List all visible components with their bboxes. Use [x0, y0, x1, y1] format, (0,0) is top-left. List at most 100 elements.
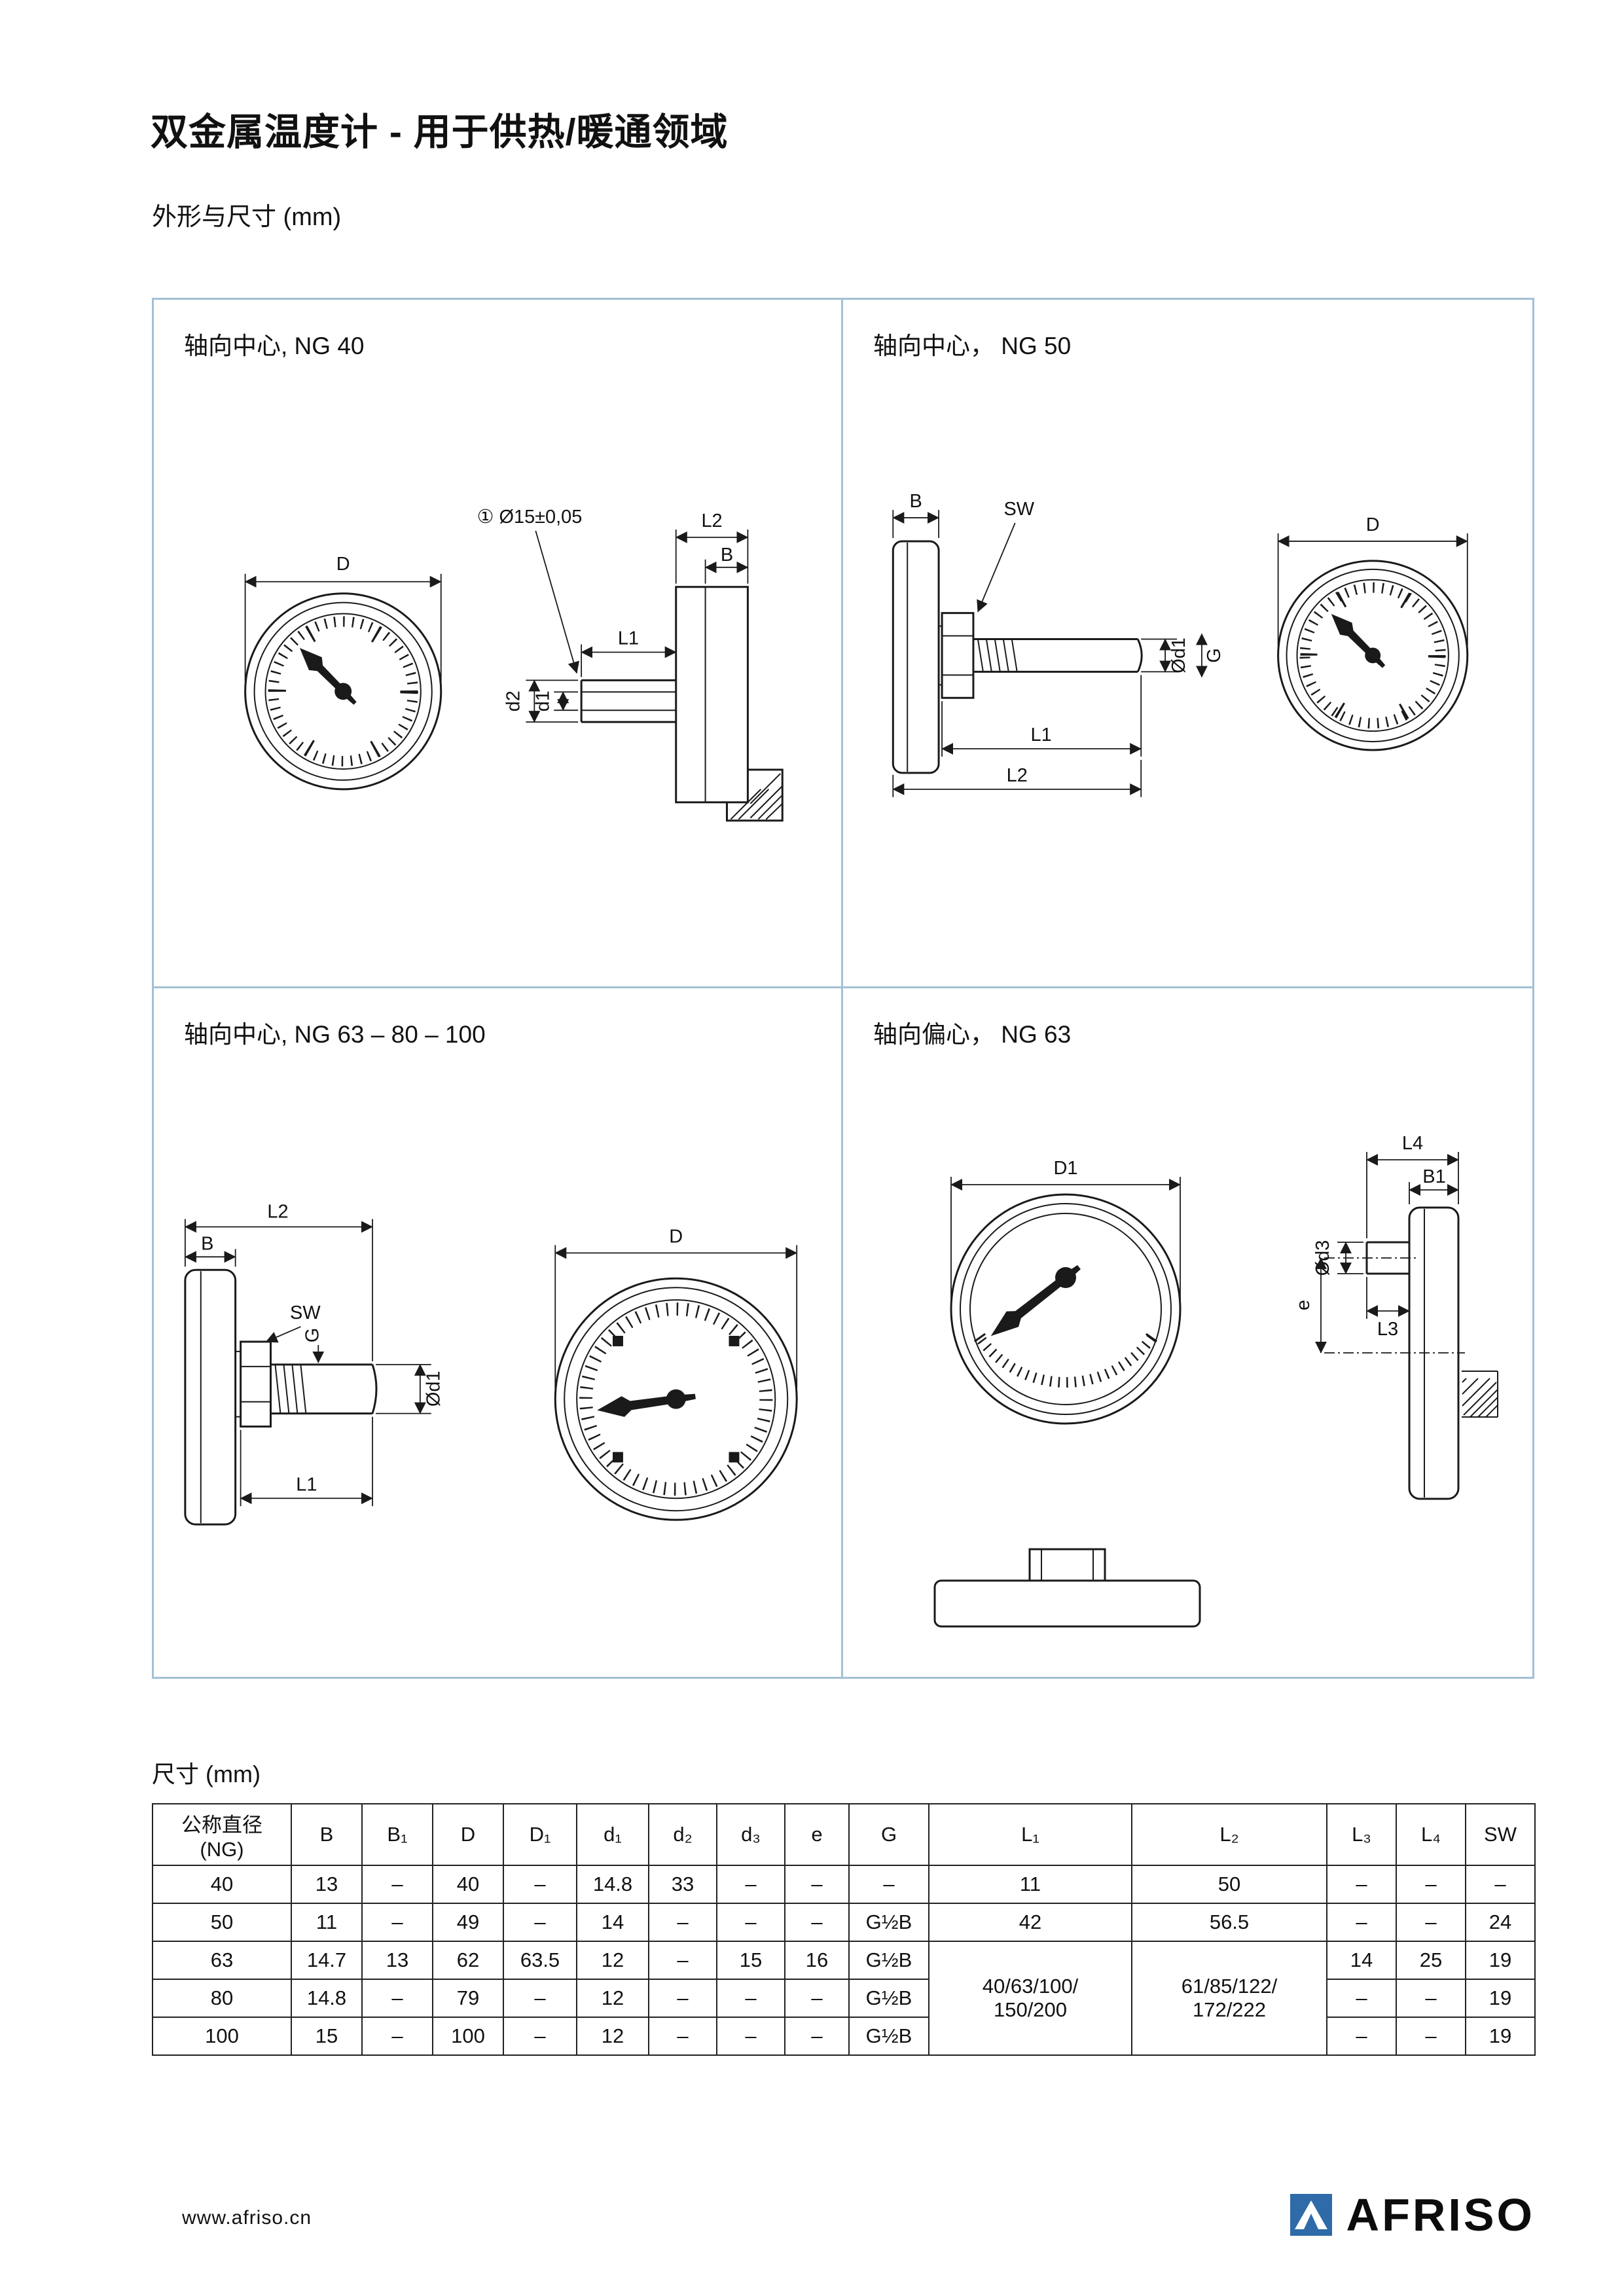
merged-line: 61/85/122/: [1181, 1975, 1278, 1998]
dim-label-od1: Ød1: [424, 1371, 444, 1407]
dim-label-l1: L1: [1031, 725, 1052, 745]
cell: 42: [928, 1903, 1132, 1942]
cell: 14.8: [576, 1865, 649, 1904]
cell: 49: [432, 1903, 504, 1942]
afriso-logo: AFRISO: [1290, 2189, 1535, 2241]
dim-label-l1: L1: [618, 628, 639, 649]
cell: –: [1396, 1979, 1466, 2018]
dim-label-l2: L2: [1007, 765, 1028, 786]
table-row-ng40: 40 13 – 40 – 14.8 33 – – – 11 50 – – –: [152, 1865, 1536, 1904]
cell: –: [716, 1903, 785, 1942]
drawing-panel-ng63-80-100: 轴向中心, NG 63 – 80 – 100 L2: [154, 988, 843, 1677]
afriso-logo-icon: [1290, 2194, 1332, 2236]
col-header-l4: L₄: [1396, 1803, 1466, 1866]
cell: 62: [432, 1941, 504, 1980]
col-header-l1: L₁: [928, 1803, 1132, 1866]
dim-label-l1: L1: [296, 1474, 317, 1495]
cell: –: [361, 1865, 433, 1904]
cell: G½B: [848, 1979, 929, 2018]
merged-line: 150/200: [993, 1998, 1068, 2021]
cell: 14.8: [291, 1979, 363, 2018]
cell: –: [1326, 1979, 1397, 2018]
cell: –: [784, 1979, 850, 2018]
col-header-ng-line1: 公称直径: [181, 1813, 262, 1837]
dim-label-d: D: [336, 554, 350, 575]
dimensions-table: 公称直径 (NG) B B₁ D D₁ d₁ d₂ d₃ e G L₁ L₂ L…: [152, 1803, 1536, 2056]
drawing-panel-ng63-eccentric: 轴向偏心， NG 63 D1: [843, 988, 1532, 1677]
dim-label-e: e: [1293, 1300, 1314, 1310]
cell: 50: [1131, 1865, 1327, 1904]
cell: 14: [1326, 1941, 1397, 1980]
drawing-caption: 轴向中心, NG 40: [184, 332, 365, 359]
cell: 19: [1465, 1941, 1536, 1980]
dim-label-b: B: [721, 545, 733, 565]
page-title: 双金属温度计 - 用于供热/暖通领域: [151, 111, 729, 154]
dim-label-g: G: [302, 1328, 323, 1342]
cell: –: [1326, 1903, 1397, 1942]
cell: 56.5: [1131, 1903, 1327, 1942]
cell: –: [1396, 2017, 1466, 2056]
brand-wordmark: AFRISO: [1346, 2189, 1535, 2240]
col-header-l3: L₃: [1326, 1803, 1397, 1866]
cell: –: [716, 1865, 785, 1904]
cell: 14: [576, 1903, 649, 1942]
dim-label-d: D: [1366, 514, 1380, 535]
cell: –: [503, 1979, 577, 2018]
col-header-d: D: [432, 1803, 504, 1866]
dim-label-b: B: [201, 1233, 213, 1254]
dim-label-d1: D1: [1053, 1158, 1077, 1179]
col-header-b1: B₁: [361, 1803, 433, 1866]
merged-line: 172/222: [1192, 1998, 1267, 2021]
cell: 63: [152, 1941, 292, 1980]
col-header-b: B: [291, 1803, 363, 1866]
needle: [299, 648, 357, 705]
cell: –: [1396, 1903, 1466, 1942]
technical-drawing-ng50: B SW Ød1 G L1 L2: [892, 491, 1469, 797]
drawing-caption: 轴向中心， NG 50: [873, 332, 1072, 359]
cell: 80: [152, 1979, 292, 2018]
col-header-g: G: [848, 1803, 929, 1866]
cell: –: [503, 1903, 577, 1942]
dim-label-l3: L3: [1377, 1319, 1398, 1340]
website-link[interactable]: www.afriso.cn: [182, 2207, 312, 2229]
col-header-d2: d₂: [648, 1803, 717, 1866]
col-header-d1cap: D₁: [503, 1803, 577, 1866]
dim-label-b: B: [910, 491, 922, 512]
drawing-caption: 轴向偏心， NG 63: [873, 1021, 1072, 1048]
dim-label-g: G: [1204, 648, 1225, 662]
cell: 100: [432, 2017, 504, 2056]
cell: 11: [291, 1903, 363, 1942]
cell: 12: [576, 1979, 649, 2018]
merged-line: 40/63/100/: [982, 1975, 1079, 1998]
col-header-d3: d₃: [716, 1803, 785, 1866]
cell: 100: [152, 2017, 292, 2056]
cell: 13: [291, 1865, 363, 1904]
cell: 25: [1396, 1941, 1466, 1980]
cell-l1-merged: 40/63/100/ 150/200: [928, 1941, 1132, 2056]
col-header-sw: SW: [1465, 1803, 1536, 1866]
cell: –: [648, 1903, 717, 1942]
cell: –: [1465, 1865, 1536, 1904]
cell: –: [1396, 1865, 1466, 1904]
dim-label-d2: d2: [503, 691, 524, 711]
technical-drawing-ng63-80-100: L2 B SW G Ød1 L1: [184, 1202, 798, 1526]
dim-label-od3: Ød3: [1312, 1240, 1333, 1276]
dim-label-sw: SW: [1003, 499, 1034, 520]
dim-label-l4: L4: [1402, 1133, 1423, 1154]
cell: –: [648, 2017, 717, 2056]
drawings-frame: 轴向中心, NG 40 D: [152, 298, 1534, 1679]
dim-label-d: D: [669, 1226, 683, 1247]
dim-label-l2: L2: [701, 511, 722, 531]
needle: [1331, 613, 1386, 668]
drawing-panel-ng40: 轴向中心, NG 40 D: [154, 300, 843, 988]
cell-l2-merged: 61/85/122/ 172/222: [1131, 1941, 1327, 2056]
cell: 16: [784, 1941, 850, 1980]
cell: 19: [1465, 2017, 1536, 2056]
dim-label-sw: SW: [290, 1302, 321, 1323]
cell: 79: [432, 1979, 504, 2018]
cell: –: [716, 1979, 785, 2018]
cell: 40: [152, 1865, 292, 1904]
col-header-ng-line2: (NG): [200, 1837, 244, 1861]
table-row-ng63: 63 14.7 13 62 63.5 12 – 15 16 G½B 40/63/…: [152, 1941, 1536, 2056]
cell: 24: [1465, 1903, 1536, 1942]
